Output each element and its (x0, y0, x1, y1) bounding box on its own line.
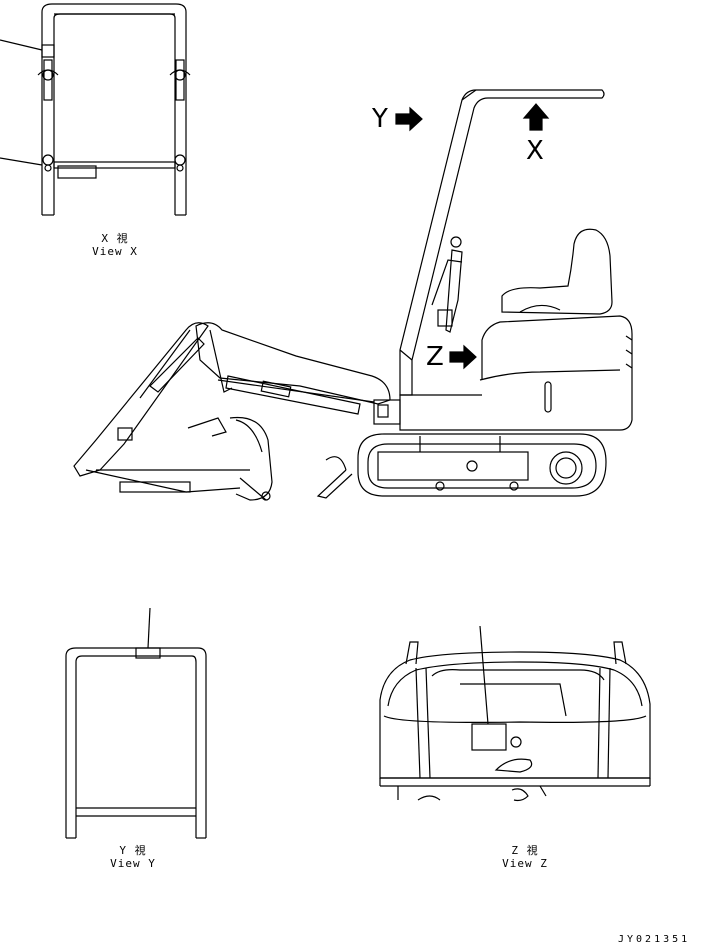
arrow-y-icon (395, 106, 423, 132)
excavator-side-view (73, 89, 633, 501)
view-x-caption: X 視 View X (80, 232, 150, 258)
view-y-drawing (65, 607, 207, 839)
arrow-y-label: Y (372, 104, 388, 134)
view-z-drawing (379, 625, 651, 802)
drawing-code: JY021351 (618, 934, 691, 945)
arrow-x-label: X (526, 136, 544, 166)
view-y-label-jp: Y 視 (119, 844, 147, 857)
view-y-caption: Y 視 View Y (98, 844, 168, 870)
view-x-drawing (0, 3, 191, 216)
view-x-label-en: View X (92, 245, 138, 258)
view-x-label-jp: X 視 (101, 232, 129, 245)
arrow-z-icon (449, 344, 477, 370)
arrow-x-icon (522, 103, 550, 131)
arrow-z-label: Z (426, 342, 444, 372)
view-y-label-en: View Y (110, 857, 156, 870)
view-z-caption: Z 視 View Z (490, 844, 560, 870)
view-z-label-jp: Z 視 (511, 844, 539, 857)
view-z-label-en: View Z (502, 857, 548, 870)
